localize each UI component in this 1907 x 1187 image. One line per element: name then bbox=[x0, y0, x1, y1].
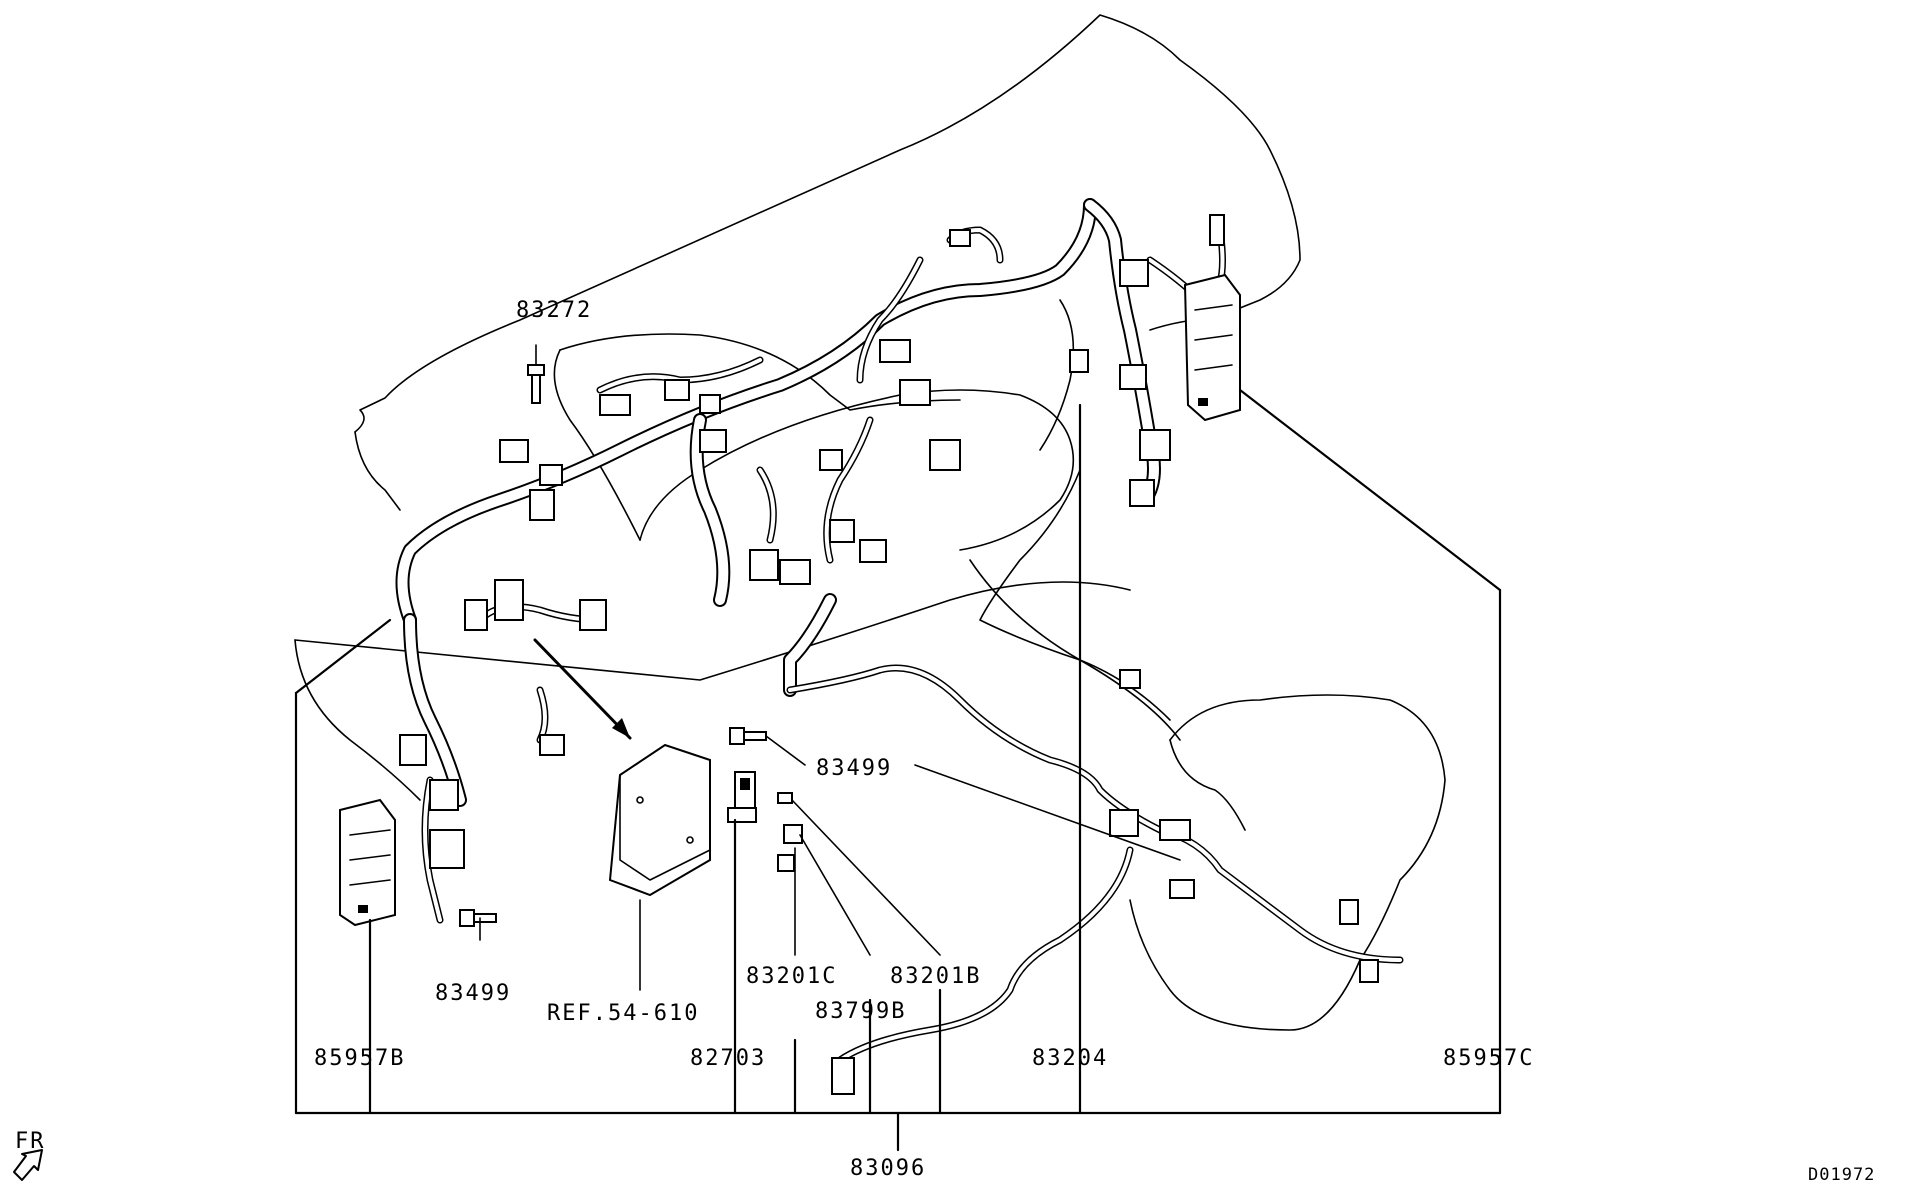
main-harness bbox=[395, 198, 1161, 807]
diagram-id: D01972 bbox=[1808, 1165, 1875, 1185]
front-direction-marker: FR bbox=[13, 1129, 44, 1181]
bolts bbox=[459, 364, 767, 927]
relay-82703 bbox=[727, 771, 757, 823]
label-83201b: 83201B bbox=[890, 964, 981, 989]
callout-labels: 83272 83499 83499 REF.54-610 83201C 8320… bbox=[314, 298, 1534, 1181]
label-85957b: 85957B bbox=[314, 1046, 405, 1071]
label-82703: 82703 bbox=[690, 1046, 766, 1071]
front-arrow-icon bbox=[13, 1149, 43, 1181]
label-83096: 83096 bbox=[850, 1156, 926, 1181]
label-83201c: 83201C bbox=[746, 964, 837, 989]
label-83204: 83204 bbox=[1032, 1046, 1108, 1071]
floor-harness bbox=[786, 664, 1404, 1064]
label-ref-54-610: REF.54-610 bbox=[547, 1001, 699, 1026]
label-83499-top: 83499 bbox=[816, 756, 892, 781]
ref-arrow bbox=[533, 638, 632, 740]
bolt-83272 bbox=[527, 364, 545, 404]
branch-wires bbox=[421, 226, 1226, 924]
label-83799b: 83799B bbox=[815, 999, 906, 1024]
label-83499-bottom: 83499 bbox=[435, 981, 511, 1006]
dashboard-outline bbox=[294, 14, 1446, 1031]
junction-block-85957c bbox=[1183, 273, 1241, 422]
label-85957c: 85957C bbox=[1443, 1046, 1534, 1071]
junction-block-85957b bbox=[339, 798, 396, 927]
label-83272: 83272 bbox=[516, 298, 592, 323]
small-relays bbox=[777, 792, 803, 872]
leader-lines bbox=[294, 344, 1502, 1152]
bolt-83499-bottom bbox=[459, 909, 497, 927]
connectors bbox=[399, 214, 1379, 1095]
bolt-83499-top bbox=[729, 727, 767, 745]
control-unit-ref bbox=[608, 743, 711, 897]
